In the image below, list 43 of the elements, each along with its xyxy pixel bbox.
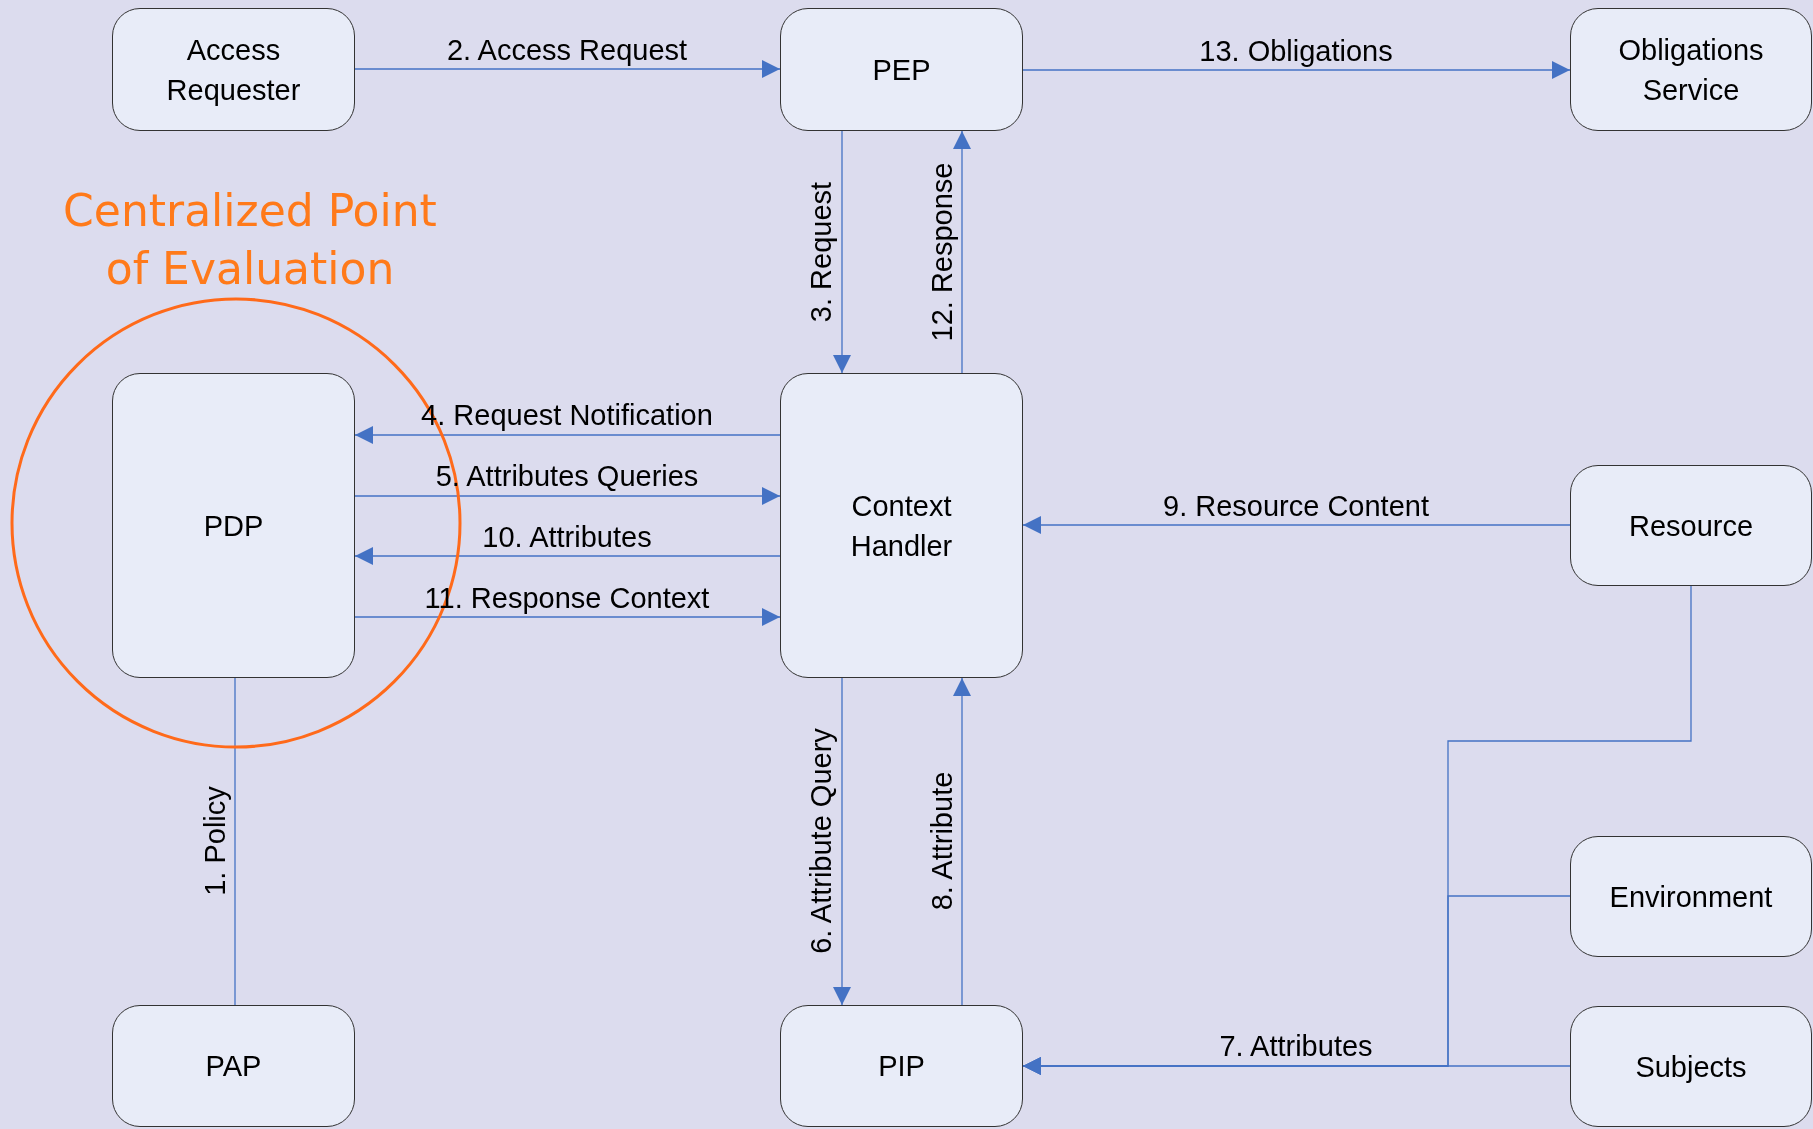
process-box — [1570, 836, 1812, 957]
arrow — [354, 547, 781, 565]
edge-label: 10. Attributes — [482, 521, 652, 553]
edge-label: 8. Attribute — [926, 771, 958, 911]
edge-label: 3. Request — [805, 181, 837, 323]
arrow — [953, 677, 971, 1006]
box-label: Environment — [1609, 879, 1773, 915]
edge-label: 13. Obligations — [1199, 35, 1393, 67]
arrow — [833, 130, 851, 374]
process-box — [112, 373, 355, 678]
process-box — [780, 1005, 1023, 1127]
box-label: PIP — [878, 1049, 925, 1084]
heading: Centralized Point of Evaluation — [62, 184, 438, 296]
arrow — [354, 608, 781, 626]
edge-label: 6. Attribute Query — [805, 728, 837, 954]
edge-label: 2. Access Request — [446, 34, 688, 66]
box-label: PEP — [872, 52, 931, 88]
arrow — [354, 426, 781, 444]
edge-label: 1. Policy — [199, 786, 231, 896]
process-box — [780, 8, 1023, 131]
box-label: Obligations Service — [1617, 32, 1765, 108]
arrow — [354, 487, 781, 505]
edge-label: 12. Response — [926, 162, 958, 342]
process-box — [112, 8, 355, 131]
arrow — [953, 130, 971, 374]
edge-label: 7. Attributes — [1219, 1030, 1373, 1062]
process-box — [1570, 8, 1812, 131]
box-label: PAP — [205, 1049, 262, 1084]
arrow — [833, 677, 851, 1006]
process-box — [1570, 1006, 1812, 1127]
process-box — [1570, 465, 1812, 586]
box-label: PDP — [203, 508, 264, 544]
box-label: Context Handler — [849, 488, 954, 564]
edge-label: 9. Resource Content — [1163, 490, 1429, 522]
box-label: Resource — [1628, 508, 1754, 544]
arrow — [1022, 1057, 1571, 1075]
arrow — [354, 60, 781, 78]
arrow — [1022, 61, 1571, 79]
process-box — [780, 373, 1023, 678]
arrow — [1022, 516, 1571, 534]
process-box — [112, 1005, 355, 1127]
box-label: Subjects — [1635, 1049, 1747, 1085]
box-label: Access Requester — [165, 32, 302, 108]
